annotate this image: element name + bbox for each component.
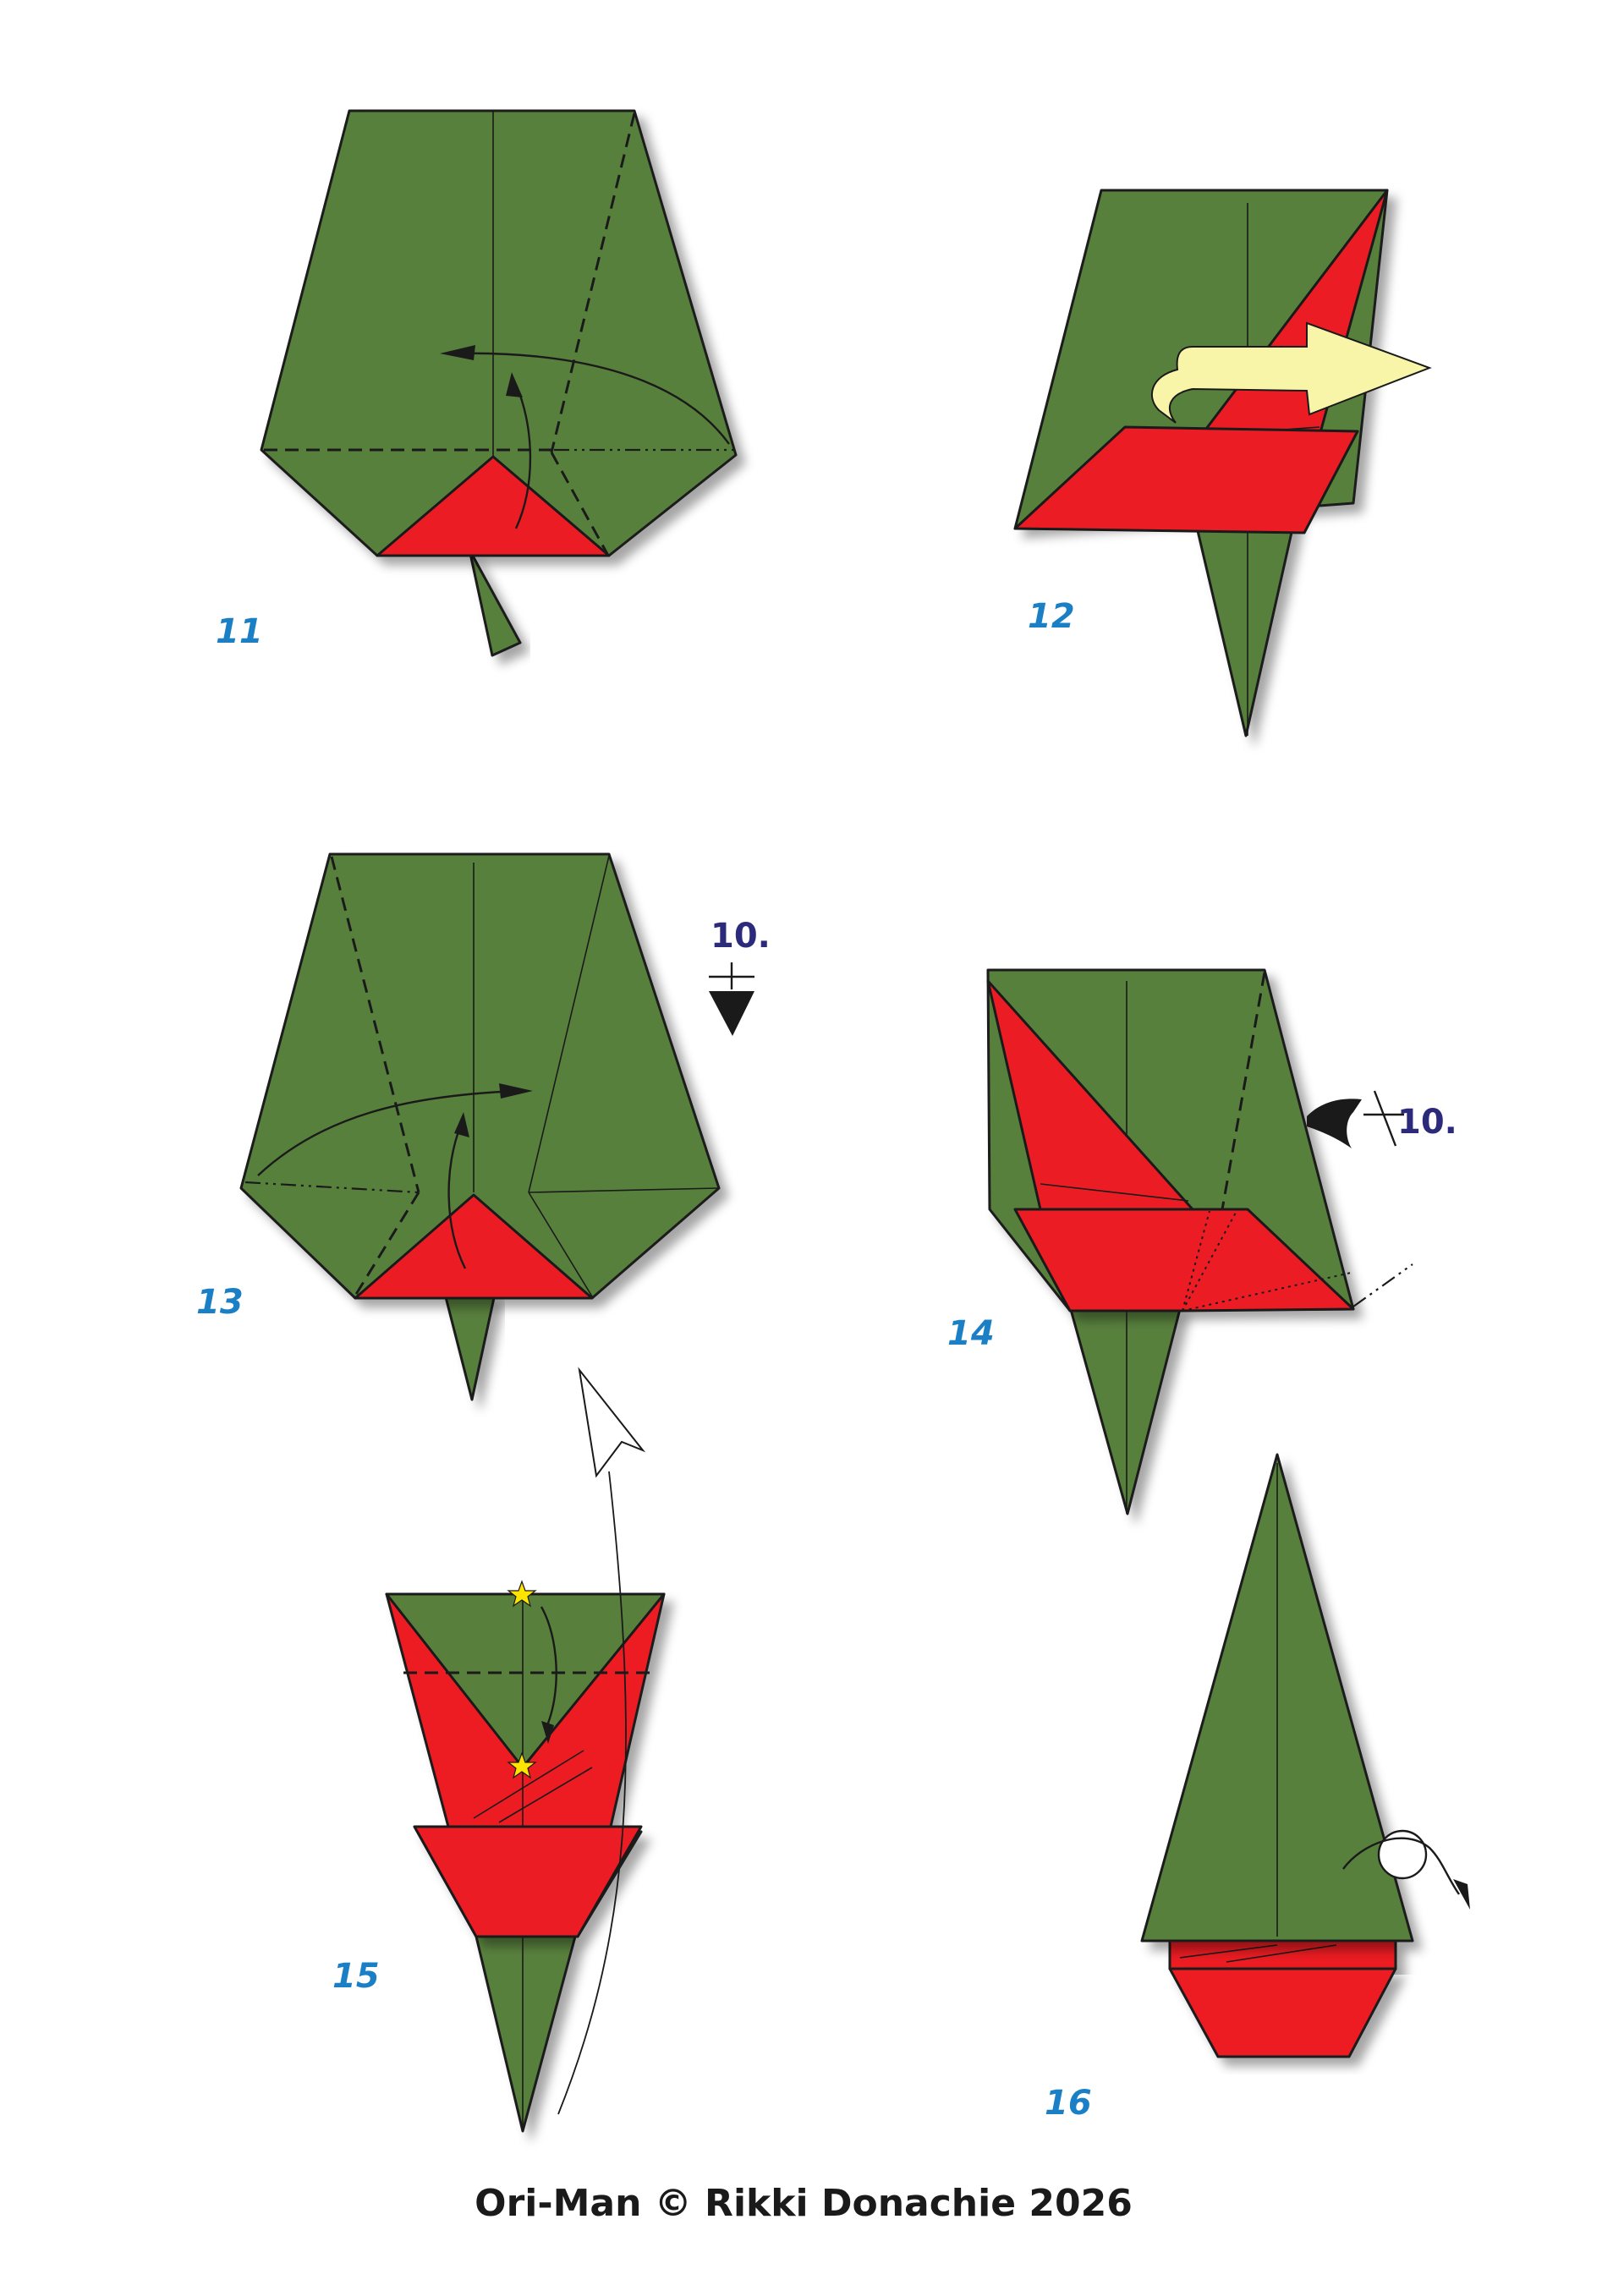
star-marker-icon xyxy=(507,1751,537,1779)
valley-fold-lower xyxy=(550,452,609,555)
stem-point xyxy=(443,1292,497,1401)
reference-step-label: 10. xyxy=(1397,1103,1457,1142)
turn-over-arrow xyxy=(1150,321,1432,424)
layer-edge xyxy=(1226,1944,1337,1963)
step-number: 16 xyxy=(1045,2084,1092,2123)
push-arrow-icon xyxy=(1307,1099,1362,1148)
red-triangle xyxy=(354,1193,594,1300)
valley-fold-diagonal xyxy=(550,112,636,453)
turn-over-icon xyxy=(1377,1829,1428,1880)
fold-arrow-up xyxy=(514,384,532,529)
fold-arrow-right xyxy=(257,1089,521,1176)
step-number: 14 xyxy=(947,1314,995,1353)
mountain-fold-line xyxy=(244,1181,420,1194)
star-marker-icon xyxy=(507,1580,537,1608)
arrow-head xyxy=(506,372,523,397)
layer-edge xyxy=(473,1750,584,1819)
layer-edge xyxy=(1179,1944,1278,1959)
side-crease xyxy=(528,855,610,1193)
stem-point xyxy=(1068,1305,1182,1515)
fold-arrow-left xyxy=(452,352,730,445)
step-number: 15 xyxy=(332,1957,380,1996)
stem-point xyxy=(468,548,522,657)
fold-arrow-up xyxy=(540,1606,557,1730)
mountain-fold-line xyxy=(1352,1263,1413,1307)
unfold-arrow-head xyxy=(578,1367,646,1478)
fold-arrow-up xyxy=(447,1124,467,1269)
dotted-crease xyxy=(1182,1272,1352,1312)
arrow-head xyxy=(1453,1879,1470,1910)
unfold-arrow-line xyxy=(557,1471,627,2115)
step-number: 11 xyxy=(216,612,263,651)
valley-fold-diagonal xyxy=(1221,972,1266,1210)
push-arrow-icon xyxy=(709,991,754,1036)
turn-over-arrow xyxy=(1342,1837,1460,1895)
red-pot xyxy=(1168,1967,1397,2058)
step-number: 12 xyxy=(1028,597,1075,636)
valley-fold-diagonal xyxy=(330,856,420,1193)
flap-edge xyxy=(1040,1183,1189,1202)
side-crease-lower xyxy=(528,1192,593,1297)
step-number: 13 xyxy=(196,1283,244,1322)
step-11-figure: 11 xyxy=(216,109,738,657)
step-14-figure: 10. 14 xyxy=(947,968,1457,1515)
horizontal-crease xyxy=(528,1187,718,1193)
arrow-head xyxy=(454,1112,469,1137)
arrow-head xyxy=(440,345,475,360)
red-triangle xyxy=(376,455,611,557)
stem-point xyxy=(475,1935,577,2133)
step-15-figure: 15 xyxy=(332,1367,666,2133)
red-band xyxy=(1013,1208,1355,1312)
red-band xyxy=(1013,425,1359,534)
copyright-credit: Ori-Man © Rikki Donachie 2026 xyxy=(475,2182,1133,2225)
step-12-figure: 12 xyxy=(1013,189,1432,737)
step-16-figure: 16 xyxy=(1045,1453,1470,2123)
arrow-head xyxy=(499,1083,533,1099)
arrow-head xyxy=(541,1721,554,1744)
reference-step-label: 10. xyxy=(710,917,771,956)
ref-symbol-stem xyxy=(1373,1090,1397,1147)
red-band xyxy=(413,1825,643,1938)
layer-edge xyxy=(498,1767,593,1823)
step-13-figure: 13 10. xyxy=(196,852,771,1401)
